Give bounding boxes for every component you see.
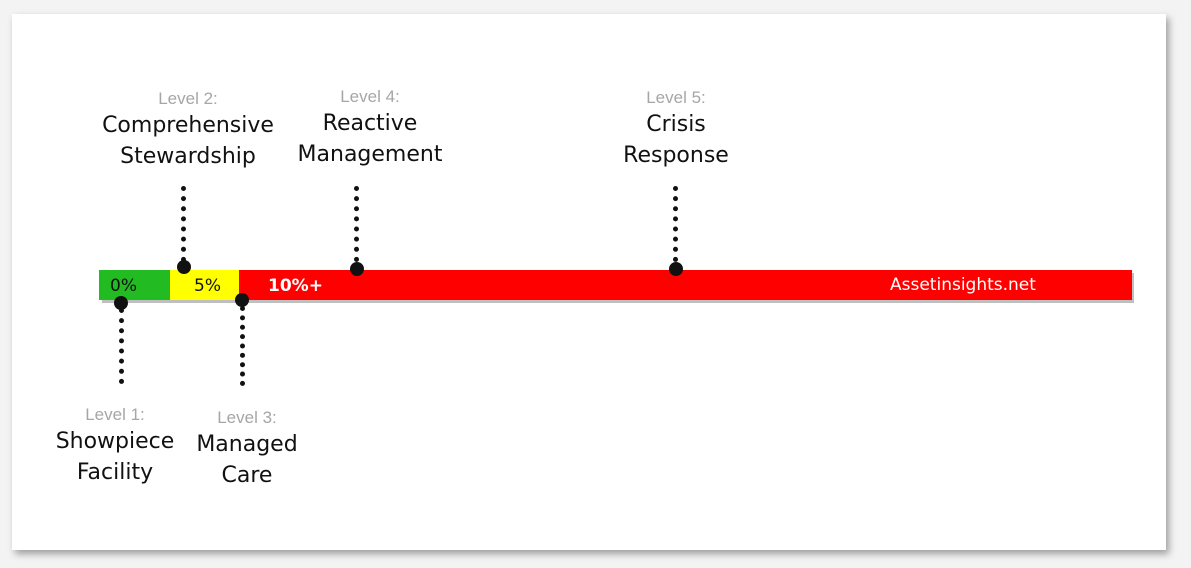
level-4-connector (354, 186, 359, 262)
segment-0-percent (99, 270, 170, 300)
level-2-marker-dot (177, 260, 191, 274)
level-1-caption: Level 1: Showpiece Facility (15, 404, 215, 488)
level-2-name-line-2: Stewardship (120, 144, 256, 169)
segment-label-5: 5% (194, 276, 221, 296)
level-2-tag: Level 2: (158, 89, 218, 108)
level-1-connector (119, 308, 124, 384)
level-3-tag: Level 3: (217, 408, 277, 427)
level-4-name-line-2: Management (297, 142, 443, 167)
level-5-tag: Level 5: (646, 88, 706, 107)
level-5-marker-dot (669, 262, 683, 276)
level-3-caption: Level 3: Managed Care (147, 407, 347, 491)
segment-label-10-plus: 10%+ (268, 276, 323, 296)
level-5-connector (673, 186, 678, 262)
level-1-tag: Level 1: (85, 405, 145, 424)
level-4-caption: Level 4: Reactive Management (270, 86, 470, 170)
level-1-marker-dot (114, 296, 128, 310)
level-2-connector (181, 186, 186, 262)
level-3-connector (240, 306, 245, 386)
level-5-name-line-1: Crisis (646, 112, 706, 137)
level-4-name-line-1: Reactive (322, 111, 418, 136)
level-3-marker-dot (235, 293, 249, 307)
level-1-name-line-2: Facility (76, 460, 154, 485)
segment-10-plus-percent (239, 270, 1132, 300)
brand-watermark: Assetinsights.net (890, 275, 1036, 295)
level-4-tag: Level 4: (340, 87, 400, 106)
level-5-name-line-2: Response (623, 143, 729, 168)
level-2-caption: Level 2: Comprehensive Stewardship (88, 88, 288, 172)
segment-label-0: 0% (110, 276, 137, 296)
level-5-caption: Level 5: Crisis Response (576, 87, 776, 171)
level-3-name-line-2: Care (221, 463, 273, 488)
level-1-name-line-1: Showpiece (55, 429, 175, 454)
segment-5-percent (170, 270, 239, 300)
level-2-name-line-1: Comprehensive (102, 113, 274, 138)
level-3-name-line-1: Managed (196, 432, 298, 457)
level-4-marker-dot (350, 262, 364, 276)
